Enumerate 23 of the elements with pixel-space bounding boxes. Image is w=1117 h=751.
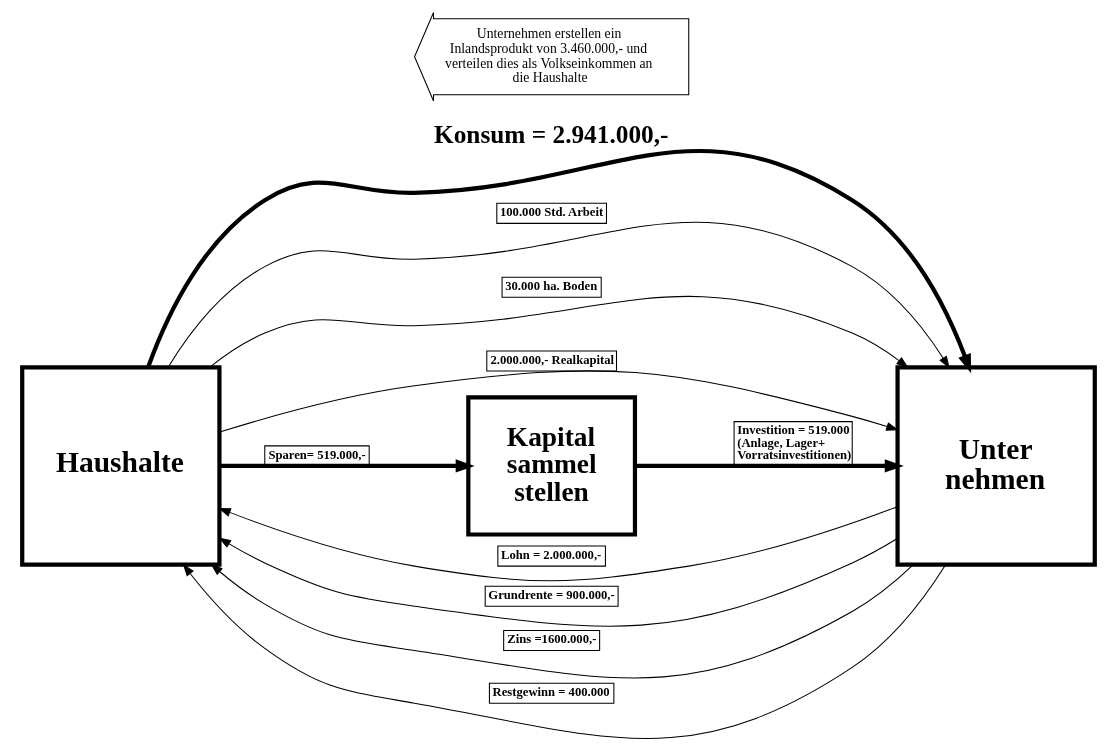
- arrow: [167, 221, 950, 369]
- arrow: [218, 537, 898, 627]
- edge-label: Investition = 519.000 (Anlage, Lager+ Vorratsinvestitionen): [737, 422, 852, 463]
- arrow: [210, 563, 914, 679]
- node-box: Unter nehmen: [895, 365, 1097, 567]
- edge-label: Zins =1600.000,-: [507, 632, 597, 647]
- arrow: [182, 563, 946, 739]
- edge-label: 100.000 Std. Arbeit: [499, 205, 604, 220]
- edge-label: Restgewinn = 400.000: [492, 684, 610, 699]
- arrow: [218, 506, 898, 582]
- edge-label: Lohn = 2.000.000,-: [501, 547, 602, 562]
- node-box: Haushalte: [20, 365, 222, 567]
- edge-label: 2.000.000,- Realkapital: [490, 352, 615, 367]
- arrow: [635, 459, 904, 473]
- arrow: [219, 459, 475, 473]
- edge-label: Grundrente = 900.000,-: [488, 587, 615, 602]
- edge-label: 30.000 ha. Boden: [505, 278, 598, 293]
- edge-label: Sparen= 519.000,-: [268, 447, 366, 462]
- arrow: [219, 370, 899, 433]
- arrow: [209, 296, 909, 369]
- arrow: [146, 149, 972, 374]
- node-box: Kapital sammel stellen: [466, 395, 638, 537]
- edge-label: Konsum = 2.941.000,-: [434, 120, 669, 149]
